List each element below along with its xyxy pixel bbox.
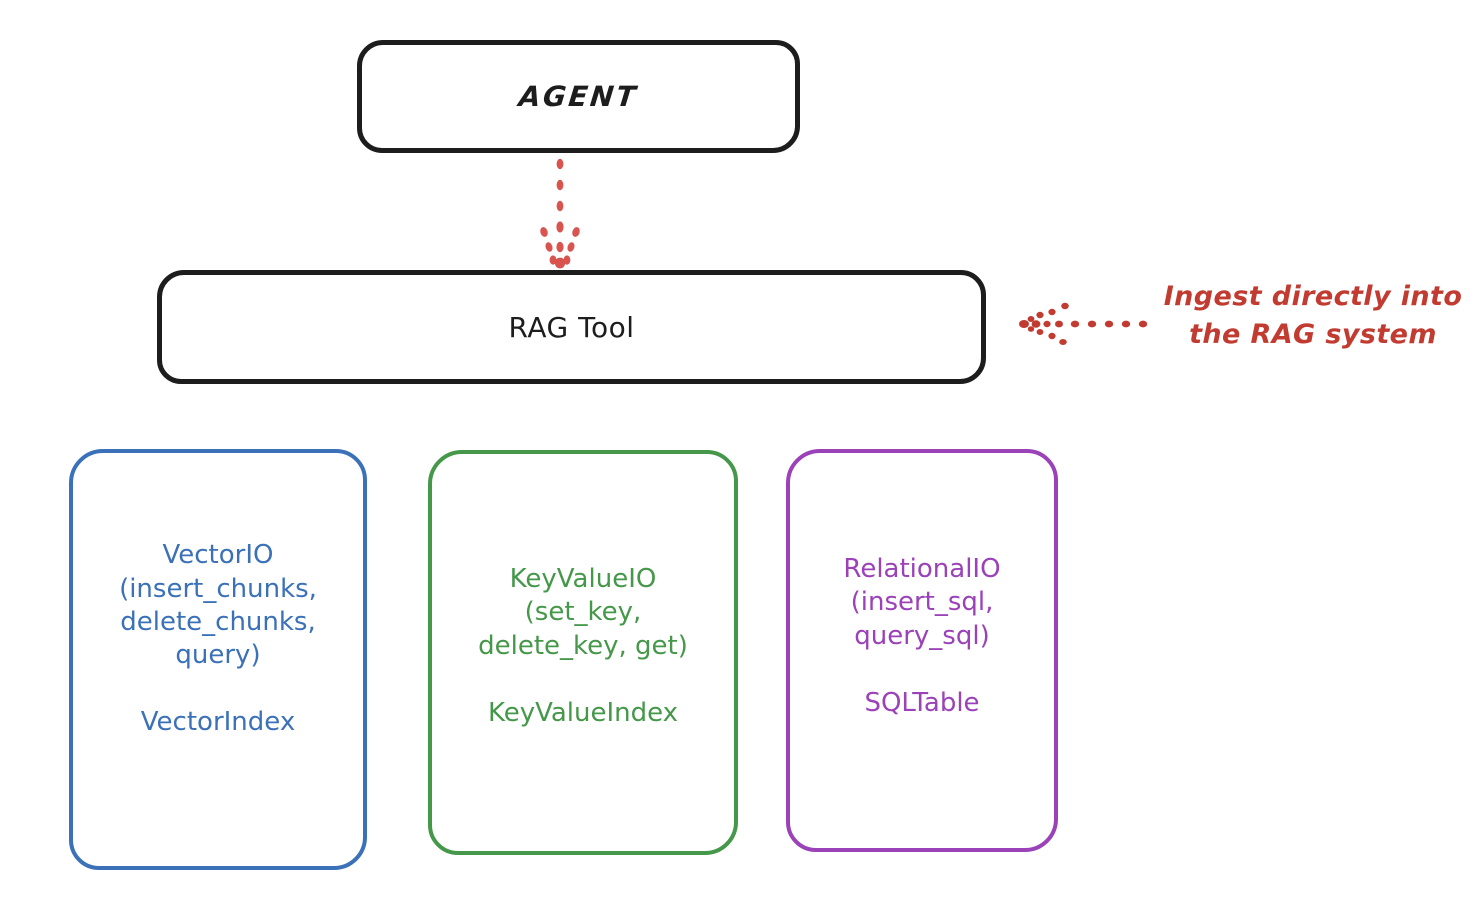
edge-note-to-rag-tool-icon	[1019, 302, 1148, 345]
edge-agent-to-rag-tool-icon	[540, 158, 580, 269]
node-agent-label: AGENT	[517, 80, 640, 113]
node-vector-io-content: VectorIO (insert_chunks, delete_chunks, …	[81, 539, 355, 739]
node-relational-io[interactable]: RelationalIO (insert_sql, query_sql) SQL…	[786, 449, 1058, 852]
annotation-ingest-note: Ingest directly into the RAG system	[1163, 281, 1463, 351]
node-agent[interactable]: AGENT	[357, 40, 800, 153]
node-relational-io-subtitle: SQLTable	[864, 687, 980, 718]
node-relational-io-content: RelationalIO (insert_sql, query_sql) SQL…	[798, 553, 1046, 720]
node-vector-io-subtitle: VectorIndex	[140, 707, 296, 738]
node-key-value-io-title: KeyValueIO (set_key, delete_key, get)	[478, 563, 688, 661]
node-vector-io[interactable]: VectorIO (insert_chunks, delete_chunks, …	[69, 449, 367, 870]
node-key-value-io-content: KeyValueIO (set_key, delete_key, get) Ke…	[440, 563, 726, 730]
node-rag-tool[interactable]: RAG Tool	[157, 270, 986, 384]
node-vector-io-title: VectorIO (insert_chunks, delete_chunks, …	[119, 540, 317, 671]
node-key-value-io[interactable]: KeyValueIO (set_key, delete_key, get) Ke…	[428, 450, 738, 855]
node-key-value-io-subtitle: KeyValueIndex	[487, 697, 679, 728]
node-relational-io-title: RelationalIO (insert_sql, query_sql)	[843, 553, 1001, 651]
node-rag-tool-label: RAG Tool	[508, 310, 635, 344]
